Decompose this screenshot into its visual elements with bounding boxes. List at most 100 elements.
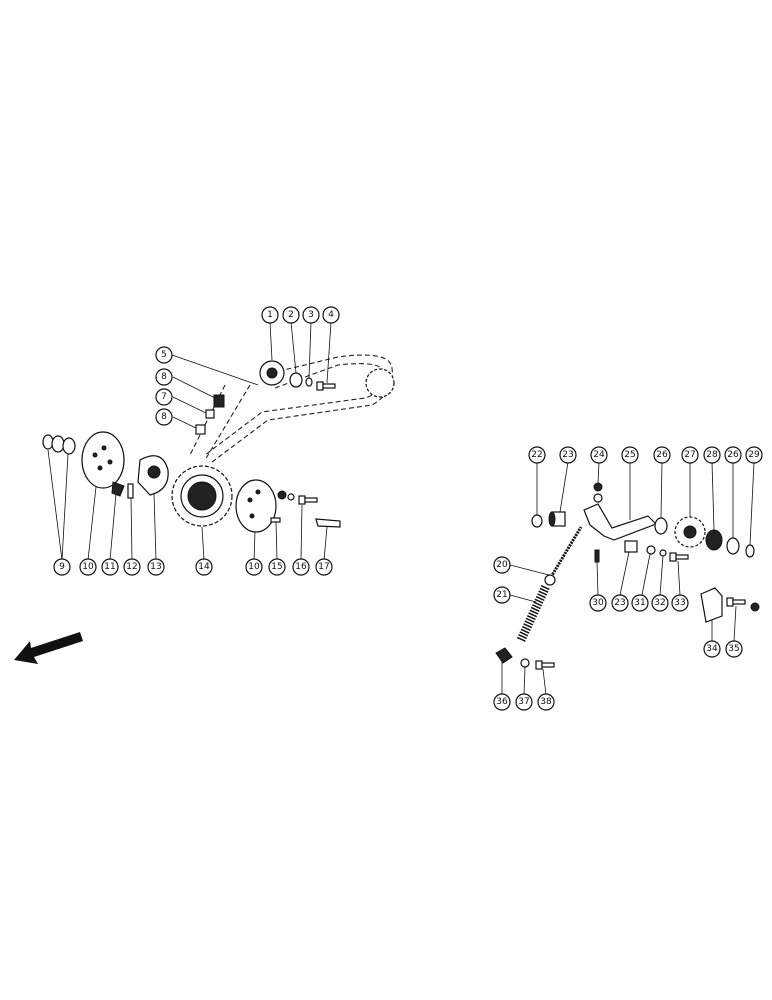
callout-12: 12: [123, 558, 141, 576]
callout-18: 17: [315, 558, 333, 576]
washer-31: [646, 545, 656, 555]
svg-text:23: 23: [562, 450, 573, 460]
callout-34: 33: [671, 594, 689, 612]
spring-21: [516, 584, 551, 642]
svg-text:26: 26: [727, 450, 739, 460]
callout-2: 2: [282, 306, 300, 324]
small-sprocket: [259, 360, 285, 386]
idler-sprocket: [365, 368, 395, 398]
callout-39: 38: [537, 693, 555, 711]
right-assembly: 22 23 24 25 26 27 28 26 29 20 21 30 23 3…: [493, 446, 763, 711]
chain-link-lower: [195, 424, 206, 435]
left-assembly: 1 2 3 4 5 8 7 8 9 10 11 12 13 14 10 15 1…: [42, 306, 395, 576]
svg-text:8: 8: [161, 412, 167, 422]
chain-link-middle: [205, 409, 215, 419]
bolt-33: [669, 552, 689, 562]
callout-6: 8: [155, 368, 173, 386]
callout-16: 15: [268, 558, 286, 576]
lever-arm-25: [583, 503, 658, 541]
svg-text:20: 20: [496, 560, 508, 570]
svg-text:22: 22: [531, 450, 542, 460]
svg-text:29: 29: [748, 450, 760, 460]
svg-text:38: 38: [540, 697, 552, 707]
svg-text:8: 8: [161, 372, 167, 382]
washer-2: [289, 372, 303, 388]
svg-text:23: 23: [614, 598, 625, 608]
svg-text:27: 27: [684, 450, 695, 460]
callout-9: 9: [53, 558, 71, 576]
nut-35: [750, 602, 760, 612]
callout-11: 11: [101, 558, 119, 576]
svg-text:16: 16: [295, 562, 307, 572]
washer-37: [520, 658, 530, 668]
nut-24a: [593, 482, 603, 492]
callout-10: 10: [79, 558, 97, 576]
svg-text:36: 36: [496, 697, 508, 707]
rings-9: [42, 434, 76, 455]
callout-22: 25: [621, 446, 639, 464]
svg-text:35: 35: [728, 644, 739, 654]
washer-16b: [287, 493, 295, 501]
plate-10-right: [235, 479, 277, 533]
svg-text:37: 37: [518, 697, 529, 707]
bracket-36: [495, 647, 513, 664]
arrow-left-down-icon: [14, 632, 83, 664]
svg-text:14: 14: [198, 562, 210, 572]
svg-text:21: 21: [496, 590, 507, 600]
nut-16a: [277, 490, 287, 500]
svg-text:5: 5: [161, 350, 167, 360]
bolt-4: [316, 381, 336, 391]
callout-31: 23: [611, 594, 629, 612]
callout-29: 21: [493, 586, 511, 604]
svg-text:9: 9: [59, 562, 65, 572]
drive-chain: [211, 354, 393, 463]
svg-text:30: 30: [592, 598, 604, 608]
callout-30: 30: [589, 594, 607, 612]
svg-text:25: 25: [624, 450, 635, 460]
svg-text:26: 26: [656, 450, 668, 460]
svg-text:10: 10: [82, 562, 94, 572]
ring-22: [531, 514, 543, 528]
svg-text:32: 32: [654, 598, 665, 608]
svg-text:15: 15: [271, 562, 282, 572]
callout-33: 32: [651, 594, 669, 612]
bearing-28: [705, 529, 723, 551]
svg-text:2: 2: [288, 310, 294, 320]
svg-text:24: 24: [593, 450, 605, 460]
callout-5: 5: [155, 346, 173, 364]
clip-29: [745, 544, 755, 558]
svg-text:10: 10: [248, 562, 260, 572]
callout-19: 22: [528, 446, 546, 464]
screw-15: [270, 517, 281, 523]
callout-38: 37: [515, 693, 533, 711]
callout-13: 13: [147, 558, 165, 576]
callout-20: 23: [559, 446, 577, 464]
ring-26: [654, 517, 668, 535]
rod-20: [549, 526, 583, 578]
cam-11: [111, 481, 125, 497]
svg-text:4: 4: [328, 310, 334, 320]
washer-3: [305, 377, 313, 387]
svg-text:34: 34: [706, 644, 718, 654]
pin-12: [127, 483, 134, 499]
callout-26: 26: [724, 446, 742, 464]
drive-chain-lower: [189, 384, 251, 461]
bolt-16: [298, 495, 318, 505]
callout-15: 10: [245, 558, 263, 576]
sprocket-27: [674, 516, 706, 548]
callout-4: 4: [322, 306, 340, 324]
callout-8: 8: [155, 408, 173, 426]
key-17: [315, 518, 341, 528]
callout-24: 27: [681, 446, 699, 464]
callout-23: 26: [653, 446, 671, 464]
callout-17: 16: [292, 558, 310, 576]
plate-10-left: [81, 431, 125, 489]
bushing-23b: [624, 540, 638, 553]
nut-24b: [593, 493, 603, 503]
callout-25: 28: [703, 446, 721, 464]
leader-lines-right: [501, 461, 755, 696]
callout-27: 29: [745, 446, 763, 464]
leader-lines-left: [47, 321, 332, 561]
callout-35: 34: [703, 640, 721, 658]
